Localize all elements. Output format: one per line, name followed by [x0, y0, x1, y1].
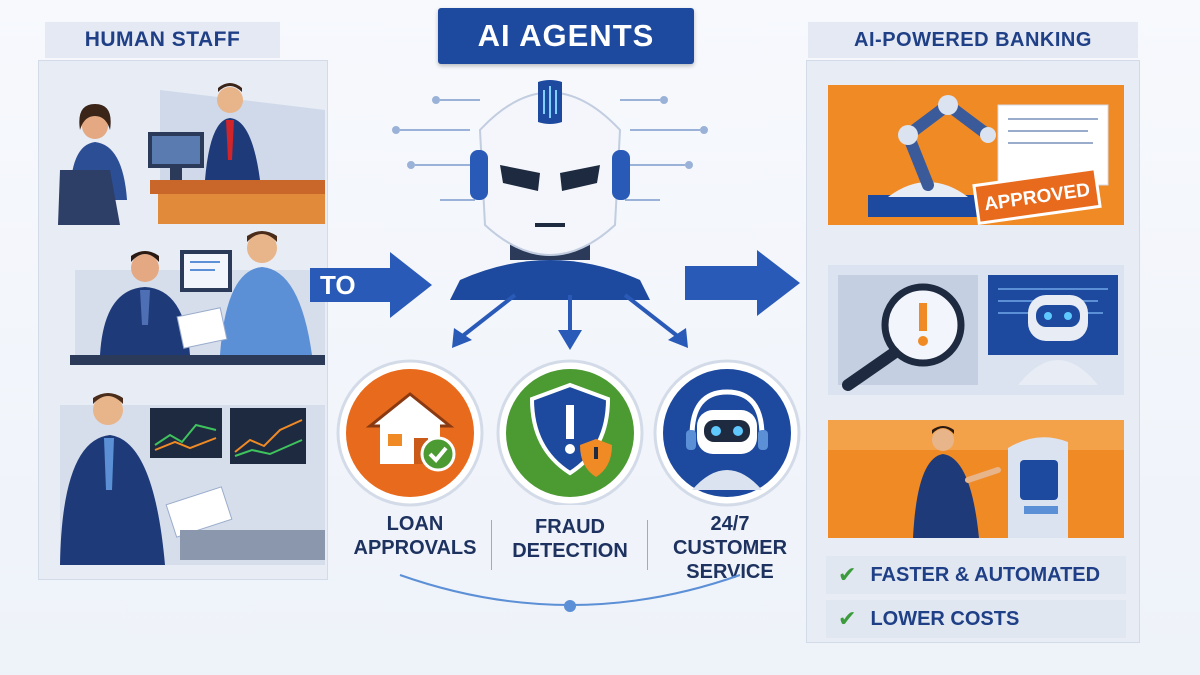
check-icon: ✔ — [838, 562, 857, 587]
benefit-lower-costs: ✔ LOWER COSTS — [826, 600, 1126, 638]
to-label: TO — [320, 270, 356, 300]
divider — [647, 520, 648, 570]
loan-approvals-label: LOAN APPROVALS — [353, 513, 477, 559]
atm-scene — [828, 420, 1124, 538]
chair-icon — [58, 170, 120, 225]
shield-alert-icon — [529, 382, 612, 477]
human-staff-title: HUMAN STAFF — [45, 22, 280, 58]
robot-arm-approval-scene: APPROVED — [828, 85, 1124, 225]
banker-head — [217, 87, 243, 113]
fraud-detection-label: FRAUD DETECTION — [512, 516, 628, 562]
divider — [491, 520, 492, 570]
connector-curve — [399, 574, 741, 612]
robot-mini-icon — [1018, 295, 1098, 385]
headphone-right-icon — [612, 150, 630, 200]
house-check-icon — [365, 392, 456, 472]
robot-headset-icon — [686, 389, 768, 490]
teller-desk-scene — [58, 83, 325, 225]
magnifier-icon — [842, 283, 965, 391]
ai-agents-title: AI AGENTS — [438, 8, 694, 64]
ai-robot-head — [392, 80, 708, 300]
trading-desk-scene — [60, 393, 325, 565]
headphone-left-icon — [470, 150, 488, 200]
fraud-scan-scene — [828, 265, 1124, 395]
customer-service-label: 24/7 CUSTOMER SERVICE — [672, 513, 788, 583]
to-arrow — [310, 252, 432, 318]
right-arrow — [685, 250, 800, 316]
loan-approval-badge — [336, 359, 484, 507]
branch-arrows — [452, 293, 688, 350]
ai-banking-title: AI-POWERED BANKING — [808, 22, 1138, 58]
consultation-scene — [70, 231, 325, 365]
check-icon: ✔ — [838, 606, 857, 631]
fraud-detection-badge — [496, 359, 644, 505]
benefit-faster: ✔ FASTER & AUTOMATED — [826, 556, 1126, 594]
customer-service-badge — [653, 359, 801, 507]
